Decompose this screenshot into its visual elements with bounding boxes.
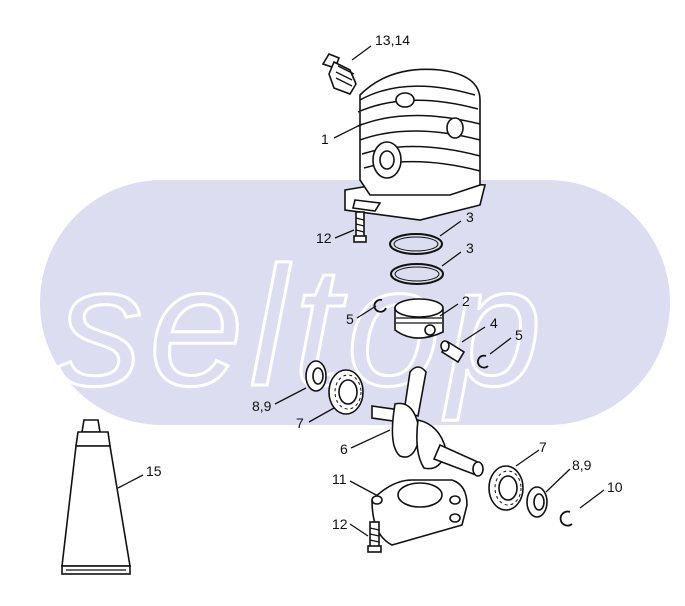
- watermark: seltop: [40, 180, 670, 425]
- piston-ring-icon-top: [389, 233, 443, 255]
- label-ring-bottom: 3: [466, 240, 474, 256]
- label-circlip-left: 5: [346, 311, 354, 327]
- circlip-icon-left: [373, 298, 387, 313]
- label-spark-plug: 13,14: [375, 32, 410, 48]
- screw-icon-top: [353, 211, 367, 243]
- oil-seal-icon-left: [305, 360, 327, 392]
- label-seal-right: 8,9: [572, 457, 592, 473]
- grease-tube-icon: [61, 419, 131, 575]
- screw-icon-bottom: [367, 521, 382, 553]
- spark-plug-icon: [321, 53, 357, 95]
- label-seal-left: 8,9: [252, 398, 272, 414]
- ball-bearing-icon-right: [488, 465, 524, 511]
- piston-icon: [394, 298, 444, 339]
- label-crankshaft: 6: [340, 441, 348, 457]
- piston-pin-icon: [440, 340, 466, 364]
- crankcase-icon: [371, 479, 468, 546]
- piston-ring-icon-bottom: [390, 263, 444, 285]
- label-cylinder: 1: [321, 131, 329, 147]
- label-crankcase: 11: [332, 471, 347, 487]
- crankshaft-icon: [371, 366, 484, 477]
- circlip-icon-right: [477, 354, 489, 369]
- label-piston: 2: [462, 293, 470, 309]
- label-screw-bottom: 12: [332, 516, 348, 532]
- label-circlip-right: 5: [515, 327, 523, 343]
- watermark-text: seltop: [58, 232, 548, 422]
- circlip-icon-bottom: [559, 510, 573, 527]
- label-circlip-bottom: 10: [607, 479, 623, 495]
- label-pin: 4: [490, 315, 498, 331]
- label-bearing-right: 7: [539, 439, 547, 455]
- label-bearing-left: 7: [296, 415, 304, 431]
- cylinder-icon: [344, 68, 487, 221]
- watermark-pill: [40, 180, 670, 425]
- ball-bearing-icon-left: [328, 369, 364, 415]
- label-screw-top: 12: [316, 230, 332, 246]
- oil-seal-icon-right: [526, 486, 548, 518]
- leader-lines: [117, 45, 605, 537]
- label-tube: 15: [146, 463, 162, 479]
- label-ring-top: 3: [466, 209, 474, 225]
